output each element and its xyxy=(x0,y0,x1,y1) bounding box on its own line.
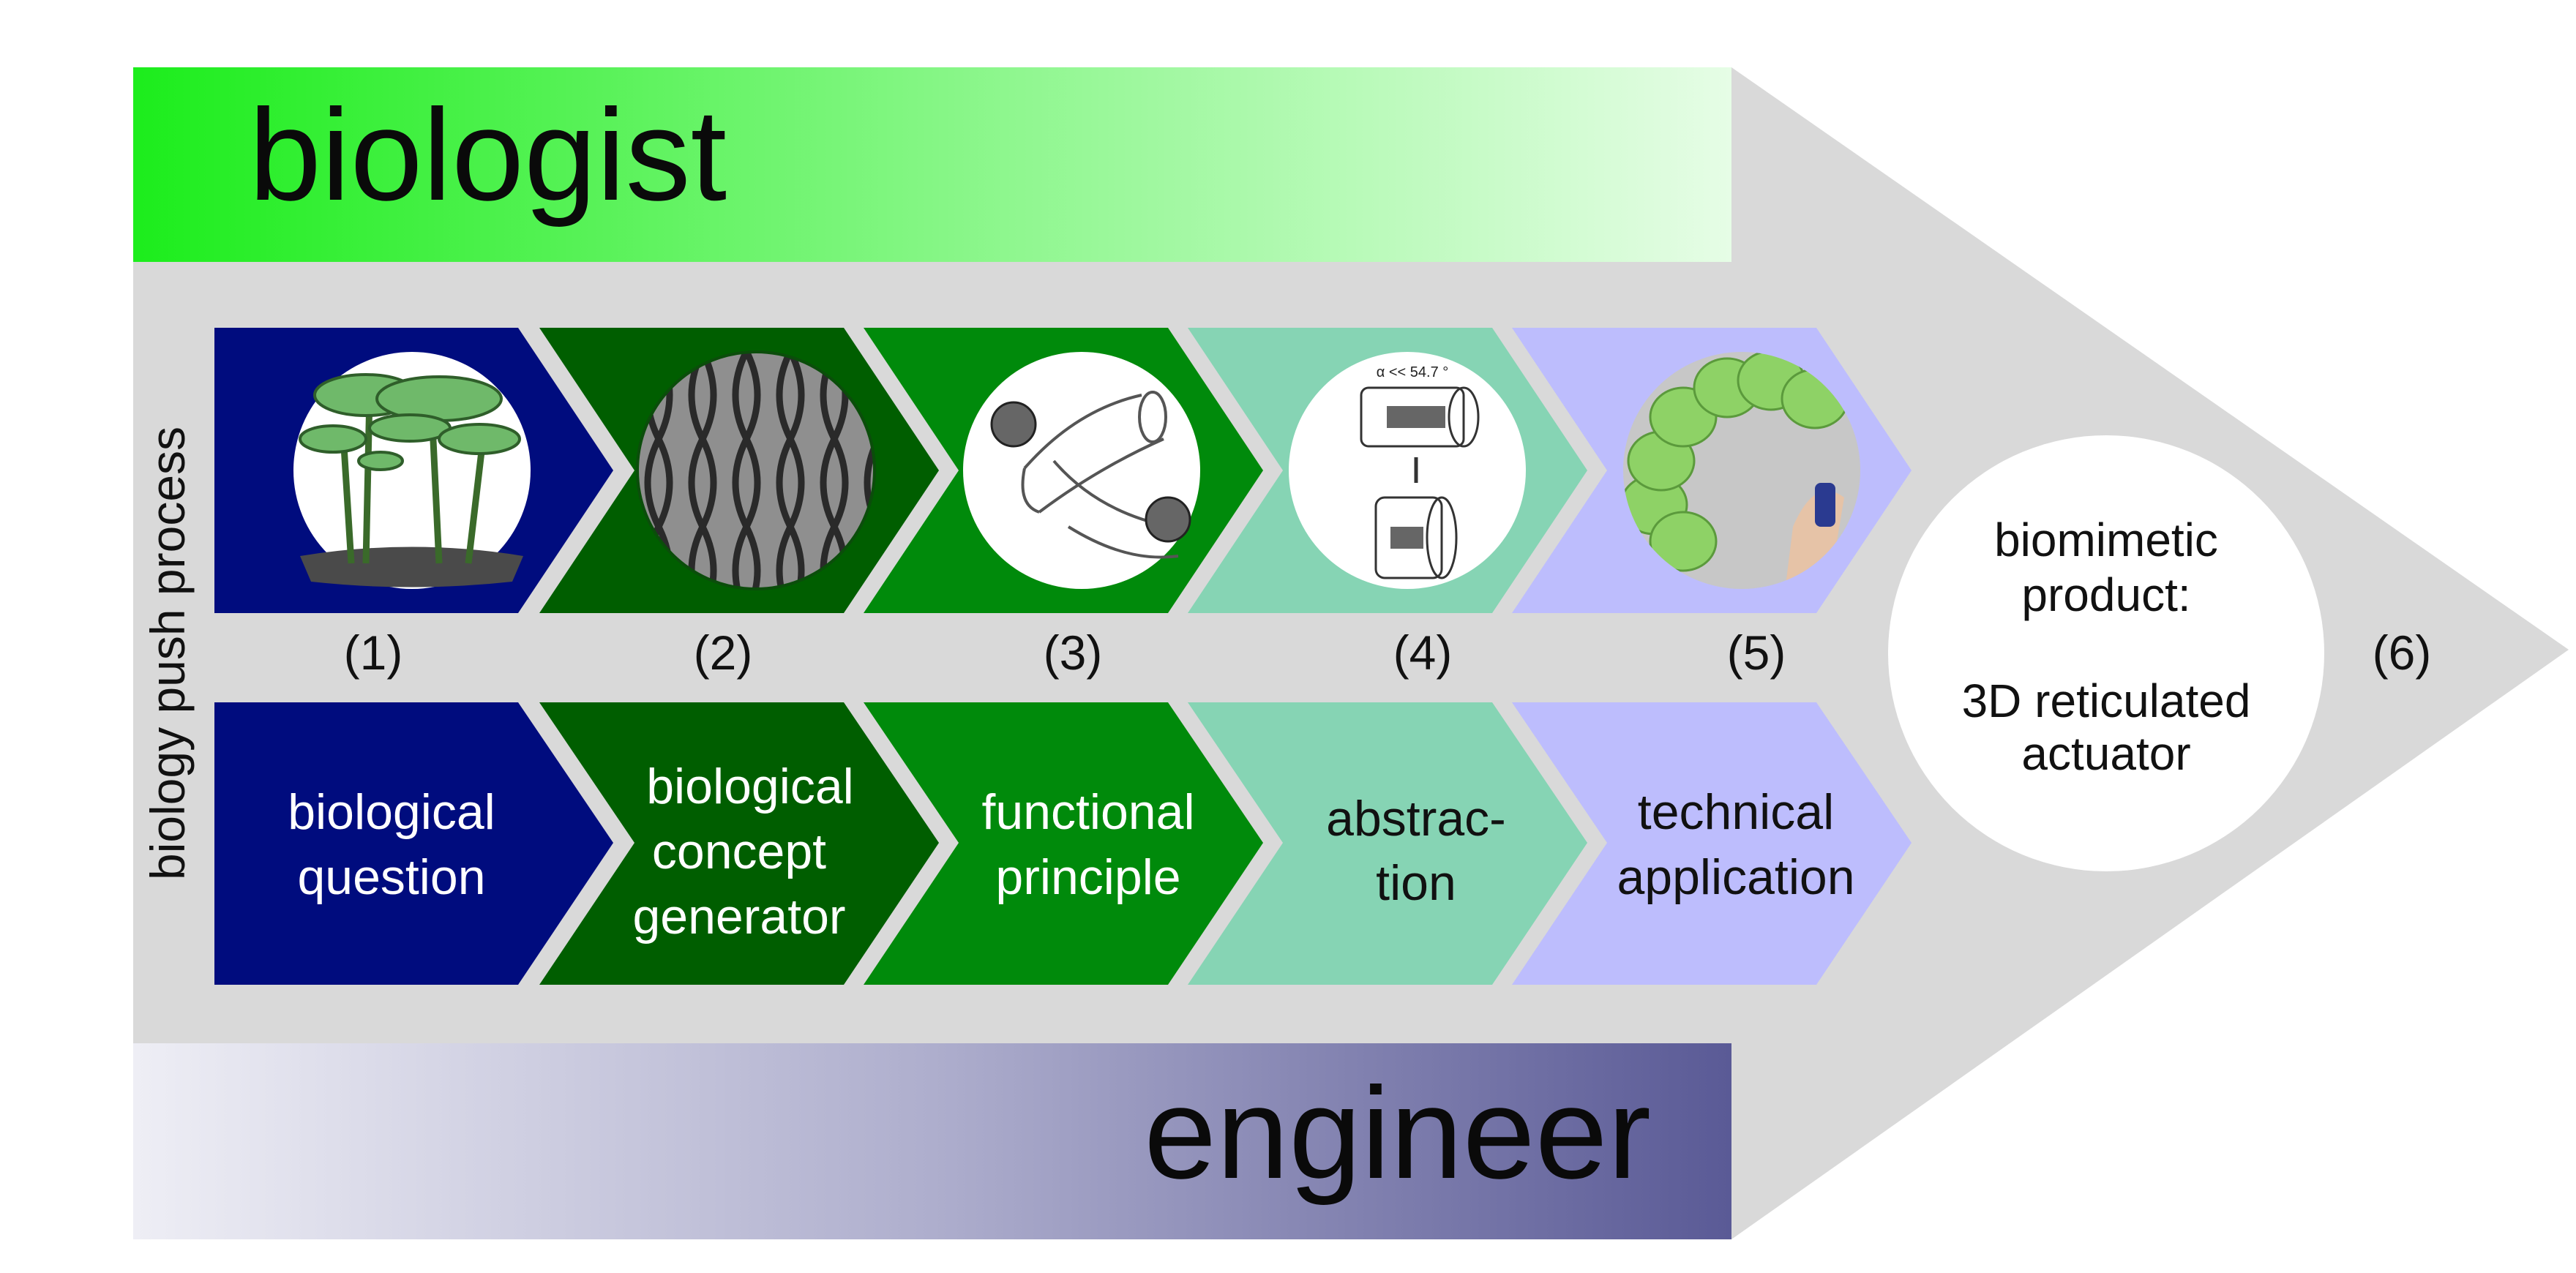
step4-label-line2: tion xyxy=(1376,855,1456,911)
step2-label-chevron xyxy=(539,702,939,985)
product-line1: biomimetic xyxy=(1994,514,2218,566)
engineer-bar xyxy=(133,1043,1731,1239)
step2-label-line1: biological xyxy=(646,759,854,814)
step3-label-line1: functional xyxy=(981,784,1194,840)
cylinder-actuator-schematic-icon: α << 54.7 ° xyxy=(1289,352,1526,589)
step-number-4: (4) xyxy=(1393,626,1453,680)
step-number-6: (6) xyxy=(2373,626,2432,680)
image4-annotation: α << 54.7 ° xyxy=(1377,364,1449,380)
step4-label-chevron xyxy=(1188,702,1587,985)
step2-label-line2: concept xyxy=(652,824,826,879)
step1-label-line2: question xyxy=(297,849,485,905)
engineer-label: engineer xyxy=(1144,1060,1651,1206)
step4-label-line1: abstrac- xyxy=(1326,791,1506,846)
product-line3: 3D reticulated xyxy=(1962,675,2251,727)
product-line4: actuator xyxy=(2021,727,2190,780)
tree-illustration-icon xyxy=(293,352,531,589)
step5-label-chevron xyxy=(1512,702,1912,985)
product-line2: product: xyxy=(2021,568,2190,621)
side-label: biology push process xyxy=(141,427,195,880)
step2-label-line3: generator xyxy=(632,889,845,945)
product-circle xyxy=(1888,435,2324,871)
step3-label-line2: principle xyxy=(995,849,1180,905)
biologist-bar xyxy=(133,67,1731,262)
step-number-2: (2) xyxy=(694,626,753,680)
fiber-mesh-micrograph-icon xyxy=(636,350,876,590)
step5-label-line1: technical xyxy=(1638,784,1834,840)
step-number-3: (3) xyxy=(1044,626,1103,680)
biologist-label: biologist xyxy=(249,82,727,228)
step-number-5: (5) xyxy=(1727,626,1786,680)
step1-label-chevron xyxy=(214,702,613,985)
step3-label-chevron xyxy=(864,702,1263,985)
branch-fiber-schematic-icon xyxy=(963,352,1200,589)
step-number-1: (1) xyxy=(344,626,403,680)
step1-label-line1: biological xyxy=(288,784,495,840)
step5-label-line2: application xyxy=(1617,849,1854,905)
